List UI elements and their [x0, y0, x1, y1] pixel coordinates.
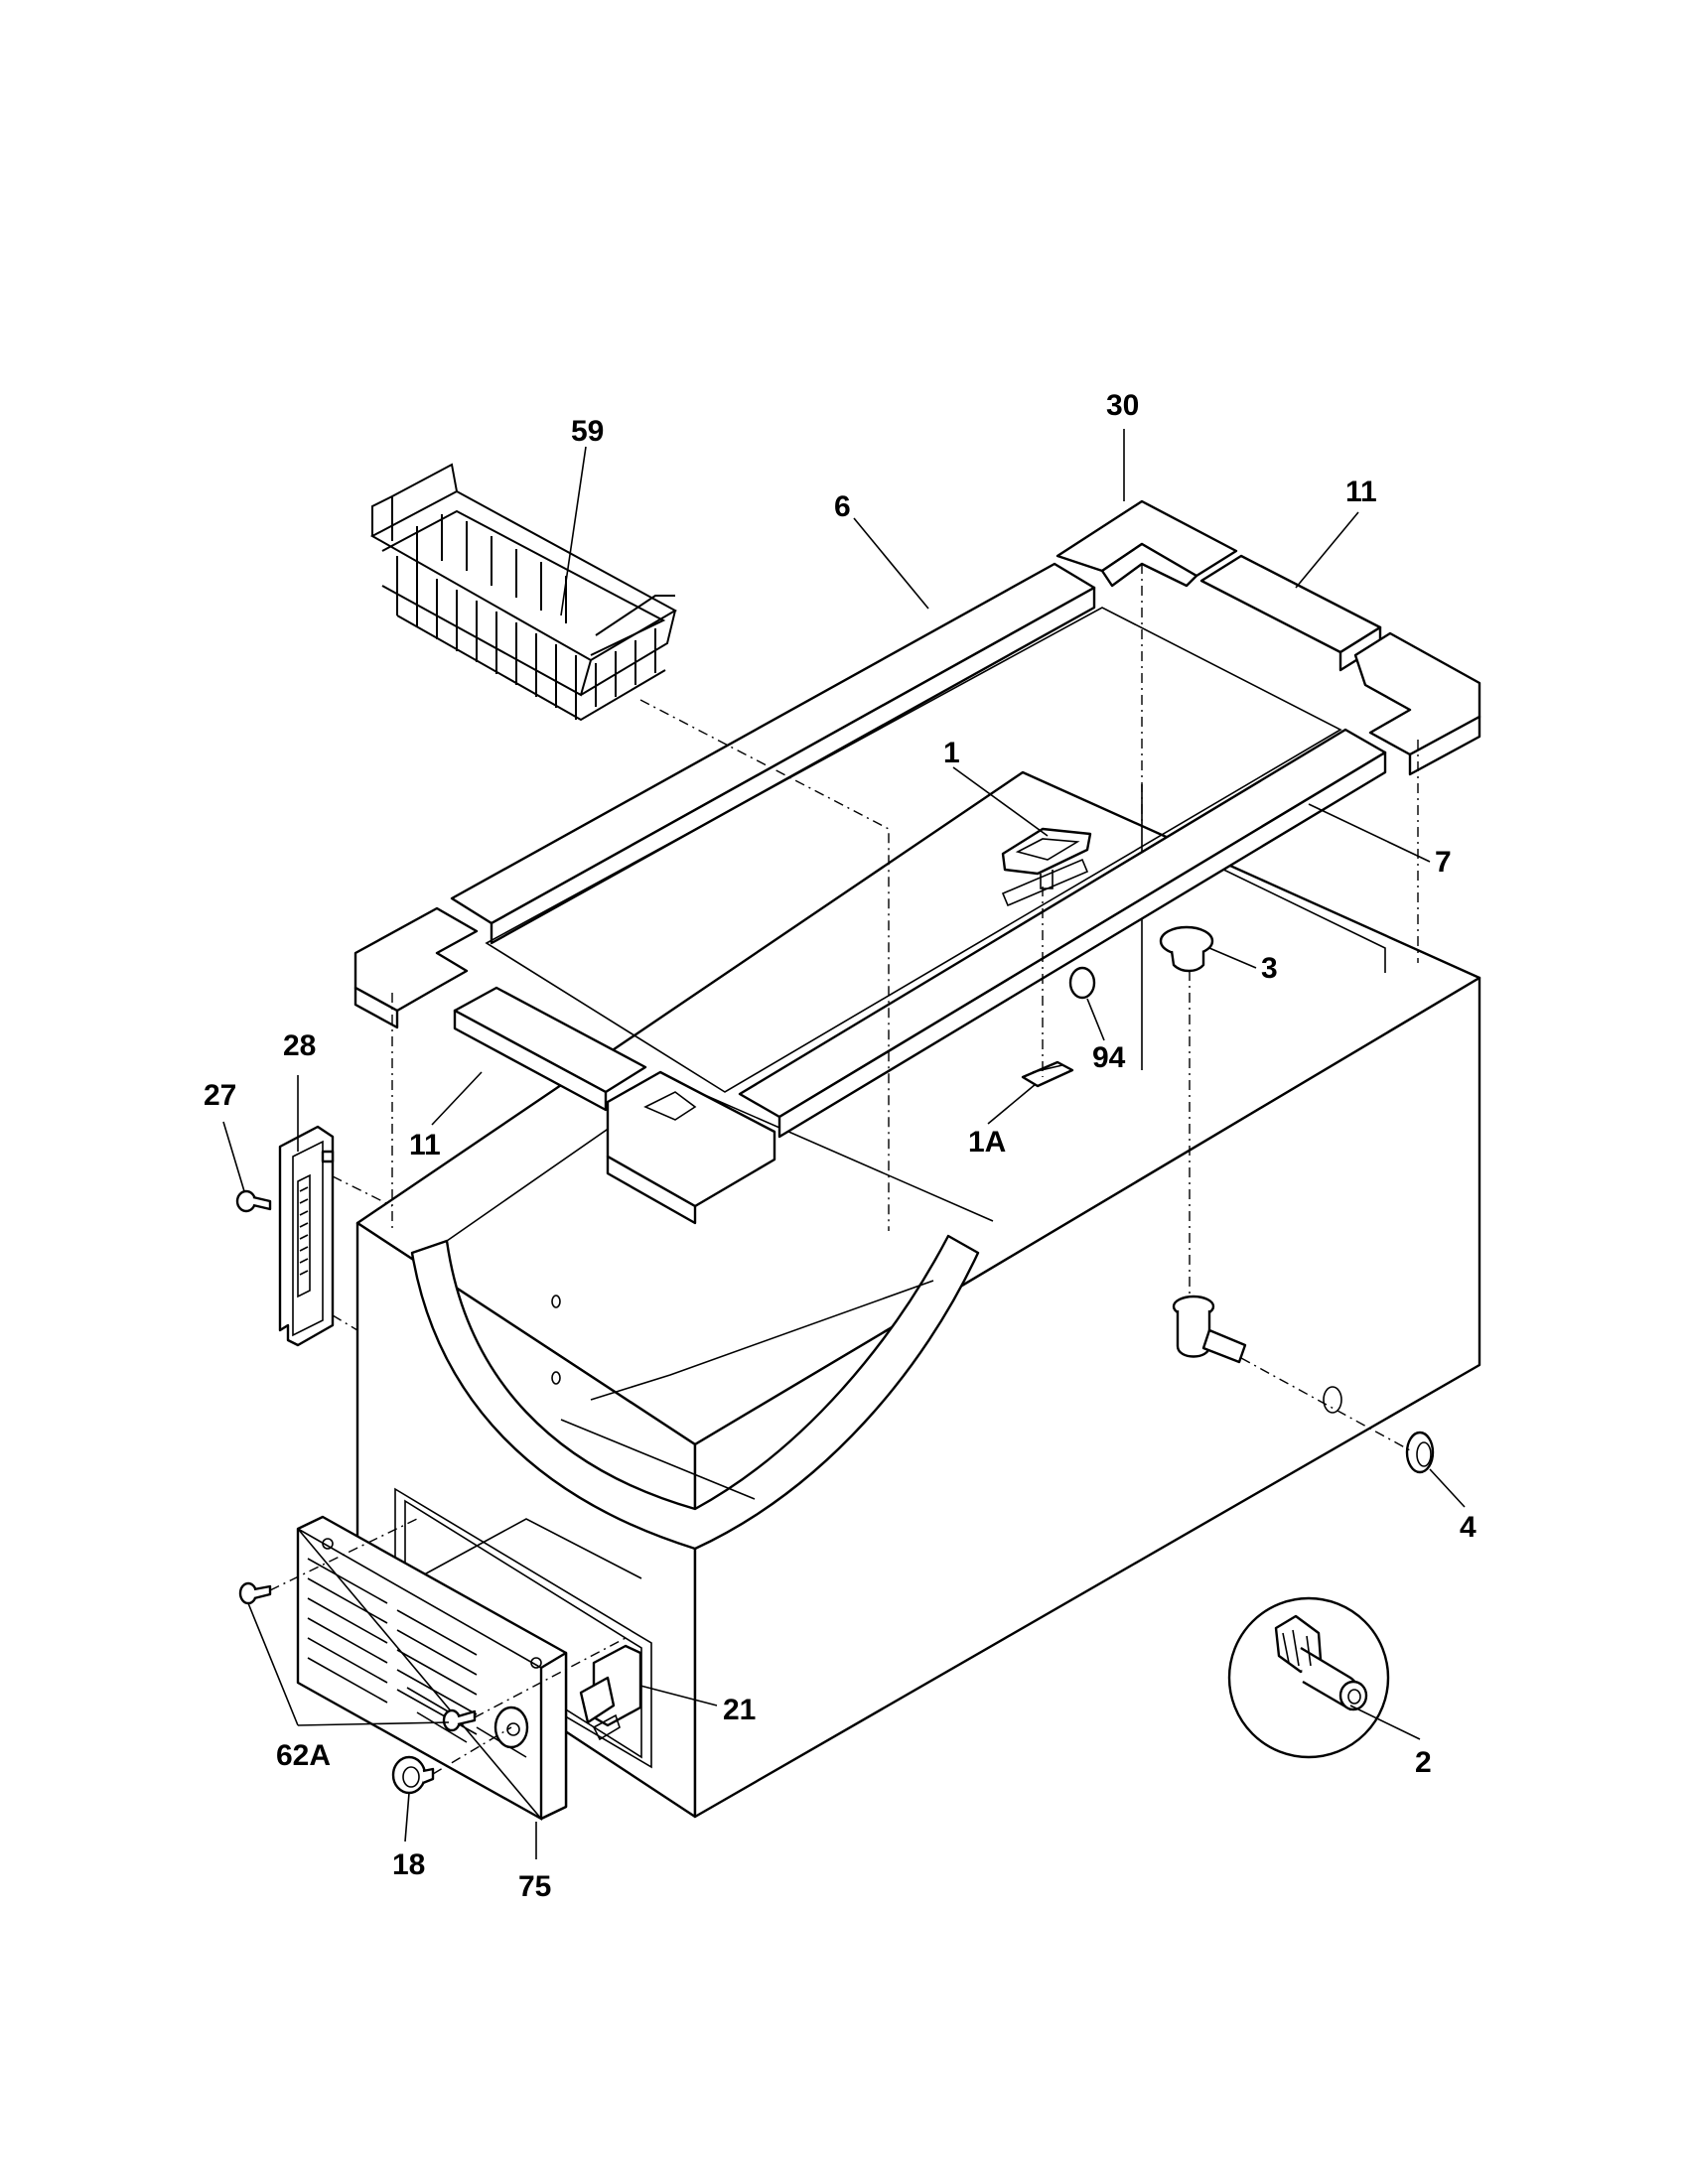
- drain-tube: [1172, 1295, 1247, 1364]
- grille-screw: [238, 1581, 272, 1605]
- callout-94: 94: [1092, 1041, 1126, 1074]
- frame-inner-edge: [485, 607, 1342, 1093]
- drain-plug-top: [1159, 925, 1214, 973]
- detail-drain-fitting: [1227, 1596, 1390, 1759]
- callout-28: 28: [283, 1029, 316, 1062]
- screw-hole: [551, 1295, 561, 1308]
- drain-hole: [1323, 1386, 1342, 1414]
- hinge-screw: [235, 1189, 272, 1213]
- callout-62A: 62A: [276, 1739, 331, 1772]
- callout-11-left: 11: [409, 1129, 441, 1161]
- screw-hole: [551, 1371, 561, 1385]
- callout-3: 3: [1261, 952, 1278, 985]
- grille-plug: [391, 1755, 435, 1795]
- light-assembly: [1001, 827, 1092, 907]
- liner-back-corner: [1141, 784, 1386, 1070]
- drain-plug-side: [1405, 1431, 1435, 1474]
- cabinet-cutaway: [410, 1234, 980, 1551]
- leader-lines: [222, 429, 1466, 1859]
- callout-labels: 59 30 11 6 1 7 3 94 1A 28 27 11 4 2 21 6…: [204, 389, 1477, 1903]
- callout-30: 30: [1106, 389, 1139, 422]
- callout-75: 75: [518, 1870, 551, 1903]
- callout-7: 7: [1435, 846, 1452, 879]
- callout-6: 6: [834, 490, 851, 523]
- lamp-socket: [1021, 1060, 1074, 1088]
- corner-front-left: [353, 906, 479, 1013]
- callout-4: 4: [1460, 1511, 1477, 1544]
- callout-21: 21: [723, 1694, 756, 1726]
- wire-basket: [369, 463, 678, 722]
- front-grille: [296, 1515, 568, 1822]
- cabinet-side-face: [693, 976, 1481, 1819]
- trim-breaker-frame: [353, 499, 1481, 1225]
- grille-screw: [442, 1708, 477, 1732]
- basket-vertical-wires: [396, 514, 656, 720]
- callout-1: 1: [943, 737, 960, 769]
- callout-11-top: 11: [1345, 476, 1377, 508]
- callout-1A: 1A: [968, 1126, 1006, 1159]
- callout-59: 59: [571, 415, 604, 448]
- liner-floor: [560, 1280, 934, 1500]
- alignment-lines: [269, 564, 1419, 1775]
- light-switch-ring: [1068, 966, 1096, 1000]
- lid-hinge: [278, 1125, 335, 1347]
- temperature-control: [579, 1644, 642, 1741]
- callout-27: 27: [204, 1079, 236, 1112]
- callout-18: 18: [392, 1848, 425, 1881]
- breaker-strip-back: [1199, 554, 1382, 654]
- callout-2: 2: [1415, 1746, 1432, 1779]
